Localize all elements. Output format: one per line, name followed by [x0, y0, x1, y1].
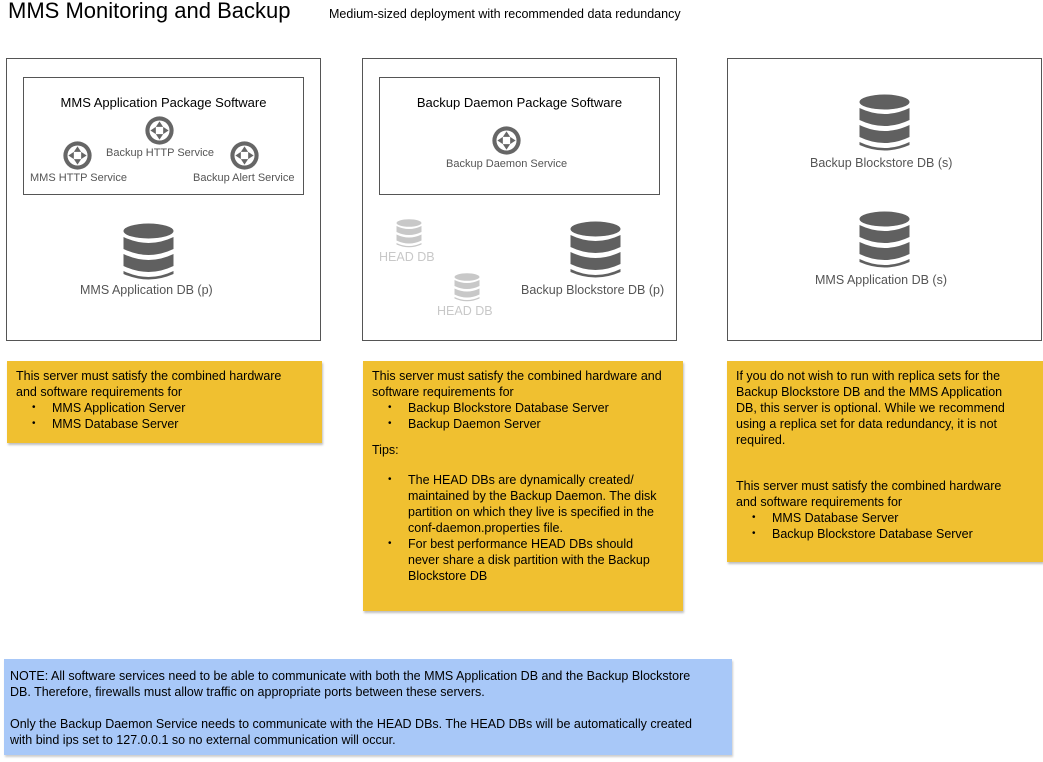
package-box-mms-application: MMS Application Package Software Backup …: [23, 77, 304, 195]
tips-label: Tips:: [372, 443, 399, 457]
package-box-backup-daemon: Backup Daemon Package Software Backup Da…: [379, 77, 660, 195]
note-text: Only the Backup Daemon Service needs to …: [10, 717, 693, 731]
package-title: MMS Application Package Software: [60, 95, 267, 110]
service-icon: [491, 125, 522, 156]
service-icon: [62, 140, 93, 171]
tip-line: never share a disk partition with the Ba…: [408, 553, 650, 567]
tip-line: The HEAD DBs are dynamically created/: [408, 473, 634, 487]
database-icon: [569, 221, 622, 281]
list-item: Backup Blockstore Database Server: [372, 400, 683, 416]
list-item: For best performance HEAD DBs should nev…: [372, 536, 683, 584]
service-label-backup-daemon: Backup Daemon Service: [446, 158, 568, 170]
server-box-secondary-dbs: Backup Blockstore DB (s) MMS Application…: [727, 58, 1042, 341]
note-text: with bind ips set to 127.0.0.1 so no ext…: [10, 733, 396, 747]
tip-line: Blockstore DB: [408, 569, 488, 583]
note-text: Backup Blockstore DB and the MMS Applica…: [736, 385, 1003, 399]
note-text: DB, this server is optional. While we re…: [736, 401, 1005, 415]
tips-list: The HEAD DBs are dynamically created/ ma…: [372, 472, 683, 584]
service-icon: [229, 140, 260, 171]
list-item: The HEAD DBs are dynamically created/ ma…: [372, 472, 683, 536]
tip-line: partition on which they live is specifie…: [408, 505, 654, 519]
database-icon: [858, 211, 911, 271]
requirements-list: MMS Database Server Backup Blockstore Da…: [736, 510, 1043, 542]
head-db-label: HEAD DB: [437, 304, 493, 318]
note-text: required.: [736, 433, 786, 447]
page-title: MMS Monitoring and Backup: [8, 0, 291, 23]
tip-line: maintained by the Backup Daemon. The dis…: [408, 489, 657, 503]
sticky-note-server1-requirements: This server must satisfy the combined ha…: [7, 361, 322, 443]
list-item: Backup Blockstore Database Server: [736, 526, 1043, 542]
note-text: and software requirements for: [16, 385, 183, 399]
service-label-backup-http: Backup HTTP Service: [106, 147, 215, 159]
requirements-list: MMS Application Server MMS Database Serv…: [16, 400, 322, 432]
head-db-icon: [396, 219, 422, 249]
list-item: MMS Database Server: [736, 510, 1043, 526]
server-box-mms-application: MMS Application Package Software Backup …: [6, 58, 321, 341]
service-icon: [144, 115, 175, 146]
note-text: NOTE: All software services need to be a…: [10, 669, 691, 683]
database-icon: [122, 223, 175, 283]
service-label-backup-alert: Backup Alert Service: [193, 172, 295, 184]
requirements-list: Backup Blockstore Database Server Backup…: [372, 400, 683, 432]
sticky-note-communication: NOTE: All software services need to be a…: [4, 659, 732, 755]
note-text: If you do not wish to run with replica s…: [736, 369, 1001, 383]
db-label-mms-application-primary: MMS Application DB (p): [80, 283, 213, 297]
package-title: Backup Daemon Package Software: [416, 95, 623, 110]
list-item: MMS Application Server: [16, 400, 322, 416]
note-text: This server must satisfy the combined ha…: [16, 369, 282, 383]
db-label-backup-blockstore-primary: Backup Blockstore DB (p): [521, 283, 665, 297]
note-text: and software requirements for: [736, 495, 903, 509]
sticky-note-server2-requirements: This server must satisfy the combined ha…: [363, 361, 683, 611]
db-label-mms-application-secondary: MMS Application DB (s): [815, 273, 947, 287]
server-box-backup-daemon: Backup Daemon Package Software Backup Da…: [362, 58, 677, 341]
db-label-backup-blockstore-secondary: Backup Blockstore DB (s): [810, 156, 953, 170]
tip-line: conf-daemon.properties file.: [408, 521, 563, 535]
note-text: DB. Therefore, firewalls must allow traf…: [10, 685, 485, 699]
sticky-note-server3-requirements: If you do not wish to run with replica s…: [727, 361, 1043, 562]
tip-line: For best performance HEAD DBs should: [408, 537, 634, 551]
list-item: Backup Daemon Server: [372, 416, 683, 432]
note-text: This server must satisfy the combined ha…: [736, 479, 1002, 493]
note-text: This server must satisfy the combined ha…: [372, 369, 662, 383]
database-icon: [858, 94, 911, 154]
note-text: using a replica set for data redundancy,…: [736, 417, 998, 431]
service-label-mms-http: MMS HTTP Service: [30, 172, 127, 184]
list-item: MMS Database Server: [16, 416, 322, 432]
head-db-label: HEAD DB: [379, 250, 435, 264]
note-text: software requirements for: [372, 385, 514, 399]
head-db-icon: [454, 273, 480, 303]
page-subtitle: Medium-sized deployment with recommended…: [329, 7, 681, 21]
